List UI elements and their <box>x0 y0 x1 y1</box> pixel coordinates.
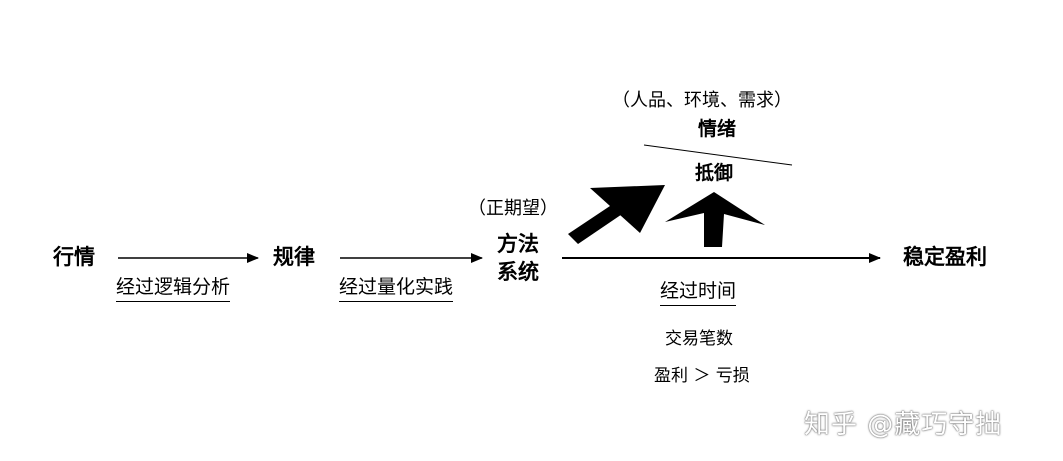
edge-label-over-time: 经过时间 <box>660 282 737 306</box>
annotation-positive-expectation: （正期望） <box>468 198 558 219</box>
annotation-profit-vs-loss: 盈利 ＞ 亏损 <box>654 366 750 386</box>
annotation-trade-count: 交易笔数 <box>665 329 733 349</box>
watermark: 知乎 @藏巧守拙 <box>804 410 1003 440</box>
annotation-resist: 抵御 <box>695 162 734 184</box>
edge-label-logic-analysis: 经过逻辑分析 <box>116 278 231 302</box>
node-method-line2: 系统 <box>497 260 539 284</box>
node-stable-profit: 稳定盈利 <box>903 245 987 269</box>
bold-diagonal-arrow-head <box>590 185 665 233</box>
node-rules: 规律 <box>273 245 315 269</box>
annotation-factors: （人品、环境、需求） <box>612 90 792 111</box>
annotation-emotion: 情绪 <box>698 118 737 140</box>
emotion-resist-divider <box>643 144 793 166</box>
node-market: 行情 <box>53 245 95 269</box>
bold-up-arrow <box>665 192 765 247</box>
edge-label-quant-practice: 经过量化实践 <box>339 278 454 302</box>
node-method-line1: 方法 <box>497 232 539 256</box>
